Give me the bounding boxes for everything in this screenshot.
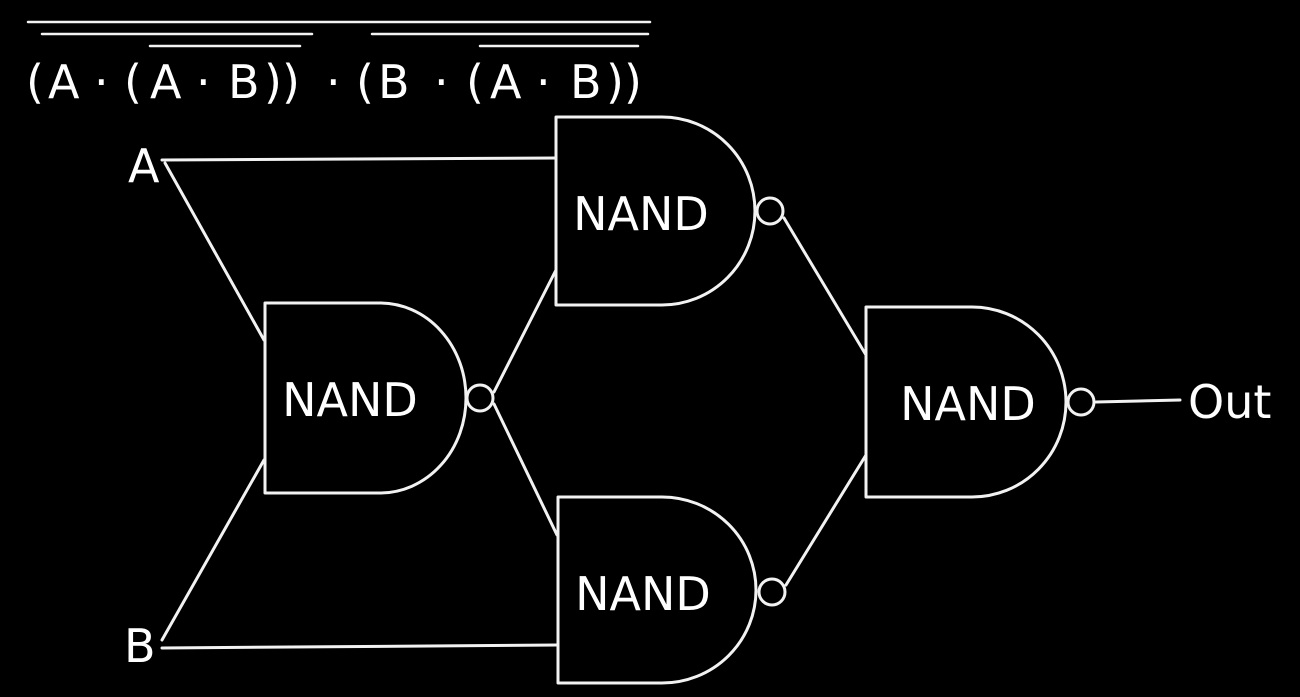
- wires: [160, 156, 1182, 650]
- gate-label: NAND: [900, 377, 1036, 431]
- wire-b-to-gate-left: [160, 458, 266, 642]
- expr-dot: ·: [434, 55, 449, 109]
- nand-gate-left: NAND: [263, 301, 495, 495]
- input-b-label: B: [124, 619, 156, 673]
- expr-dot: ·: [196, 55, 211, 109]
- nand-gate-top: NAND: [554, 115, 785, 307]
- expr-var-a: A: [150, 55, 182, 109]
- expr-var-b: B: [570, 55, 602, 109]
- expr-paren: (: [356, 55, 374, 109]
- gate-label: NAND: [282, 373, 418, 427]
- expr-var-b: B: [228, 55, 260, 109]
- gate-label: NAND: [573, 187, 709, 241]
- wire-output: [1094, 398, 1182, 404]
- expr-var-a: A: [48, 55, 80, 109]
- expr-paren: (: [124, 55, 142, 109]
- inversion-bubble: [465, 383, 495, 413]
- expr-dot: ·: [94, 55, 109, 109]
- expr-paren: (: [26, 55, 44, 109]
- wire-top-to-right: [782, 216, 868, 357]
- expr-dot: ·: [536, 55, 551, 109]
- gate-body: [864, 305, 1068, 499]
- expr-dot: ·: [326, 55, 341, 109]
- expr-paren: )): [606, 55, 642, 109]
- gate-body: [556, 495, 758, 685]
- inversion-bubble: [757, 577, 787, 607]
- expr-var-a: A: [490, 55, 522, 109]
- wire-b-to-gate-bottom: [160, 643, 559, 650]
- expr-paren: (: [466, 55, 484, 109]
- inversion-bubble: [755, 196, 785, 226]
- expr-var-b: B: [378, 55, 410, 109]
- wire-left-to-top: [492, 266, 559, 394]
- gate-body: [554, 115, 757, 307]
- gate-body: [263, 301, 468, 495]
- output-label: Out: [1188, 375, 1271, 429]
- expr-paren: )): [264, 55, 300, 109]
- wire-left-to-bottom: [492, 402, 559, 537]
- nand-gate-right: NAND: [864, 305, 1096, 499]
- gate-label: NAND: [575, 567, 711, 621]
- wire-a-to-gate-top: [160, 156, 559, 162]
- wire-a-to-gate-left: [163, 161, 266, 342]
- inversion-bubble: [1066, 387, 1096, 417]
- input-a-label: A: [128, 139, 160, 193]
- nand-gate-bottom: NAND: [556, 495, 787, 685]
- wire-bottom-to-right: [784, 453, 868, 587]
- boolean-expression: ( A · ( A · B )) · ( B · ( A · B )): [26, 20, 652, 109]
